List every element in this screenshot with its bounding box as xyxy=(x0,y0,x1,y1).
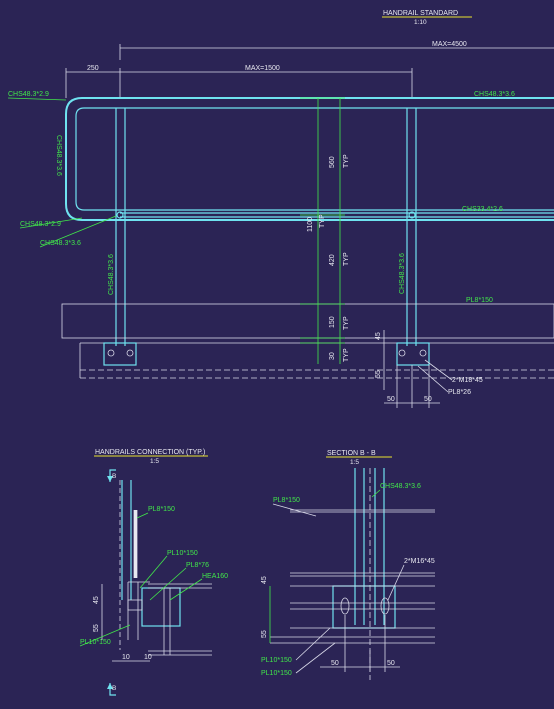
dim-c45: 45 xyxy=(93,596,100,604)
title-scale-section: 1:5 xyxy=(350,459,359,466)
label-chs48-36-post2: CHS48.3*3.6 xyxy=(399,253,406,294)
dim-c10b: 10 xyxy=(144,654,152,661)
label-conn-pl10-150b: PL10*150 xyxy=(80,639,111,646)
post-left xyxy=(115,108,126,346)
label-sec-m16: 2*M16*45 xyxy=(404,558,435,565)
label-pl8-26: PL8*26 xyxy=(448,389,471,396)
dim-c10a: 10 xyxy=(122,654,130,661)
top-rail-outer xyxy=(65,97,554,221)
dim-150-typ: TYP xyxy=(343,316,350,330)
label-sec-chs: CHS48.3*3.6 xyxy=(380,483,421,490)
label-conn-pl8-150: PL8*150 xyxy=(148,506,175,513)
label-chs48-29-top: CHS48.3*2.9 xyxy=(8,91,49,98)
label-chs48-36-low: CHS48.3*3.6 xyxy=(40,240,81,247)
kick-plate xyxy=(61,303,554,339)
label-pl8-150: PL8*150 xyxy=(466,297,493,304)
label-conn-pl8-76: PL8*76 xyxy=(186,562,209,569)
dim-max1500: MAX=1500 xyxy=(245,65,280,72)
dim-50a: 50 xyxy=(387,396,395,403)
dim-1100: 1100 xyxy=(307,217,314,232)
label-sec-pl10b: PL10*150 xyxy=(261,670,292,677)
dim-45: 45 xyxy=(375,332,382,340)
label-sec-pl10a: PL10*150 xyxy=(261,657,292,664)
dim-420-typ: TYP xyxy=(343,252,350,266)
dim-560: 560 xyxy=(329,156,336,168)
dim-s50a: 50 xyxy=(331,660,339,667)
dim-s50b: 50 xyxy=(387,660,395,667)
title-scale-main: 1:10 xyxy=(414,19,427,26)
dim-150: 150 xyxy=(329,316,336,328)
dim-max4500: MAX=4500 xyxy=(432,41,467,48)
dim-560-typ: TYP xyxy=(343,154,350,168)
dim-30-typ: TYP xyxy=(343,348,350,362)
post-right xyxy=(406,108,417,346)
dim-50b: 50 xyxy=(424,396,432,403)
label-b-top: B xyxy=(112,473,116,480)
dim-30: 30 xyxy=(329,352,336,360)
label-b-bot: B xyxy=(112,685,116,692)
label-chs48-36-post1: CHS48.3*3.6 xyxy=(108,254,115,295)
title-section-bb: SECTION B - B xyxy=(327,450,376,457)
title-handrail-standard: HANDRAIL STANDARD xyxy=(383,10,458,17)
label-chs48-36-right: CHS48.3*3.6 xyxy=(474,91,515,98)
title-scale-conn: 1:5 xyxy=(150,458,159,465)
label-conn-hea: HEA160 xyxy=(202,573,228,580)
dim-1100-typ: TYP xyxy=(319,214,326,228)
label-sec-pl8: PL8*150 xyxy=(273,497,300,504)
dim-420: 420 xyxy=(329,254,336,266)
dim-55: 55 xyxy=(375,370,382,378)
label-chs48-36-bend: CHS48.3*3.6 xyxy=(55,135,62,176)
label-conn-pl10-150: PL10*150 xyxy=(167,550,198,557)
dim-250: 250 xyxy=(87,65,99,72)
dim-s55: 55 xyxy=(261,630,268,638)
top-rail-inner xyxy=(75,107,554,211)
title-handrails-connection: HANDRAILS CONNECTION (TYP.) xyxy=(95,449,205,456)
dim-c55: 55 xyxy=(93,624,100,632)
dim-s45: 45 xyxy=(261,576,268,584)
label-m18: 2*M18*45 xyxy=(452,377,483,384)
label-chs33: CHS33.4*2.6 xyxy=(462,206,503,213)
